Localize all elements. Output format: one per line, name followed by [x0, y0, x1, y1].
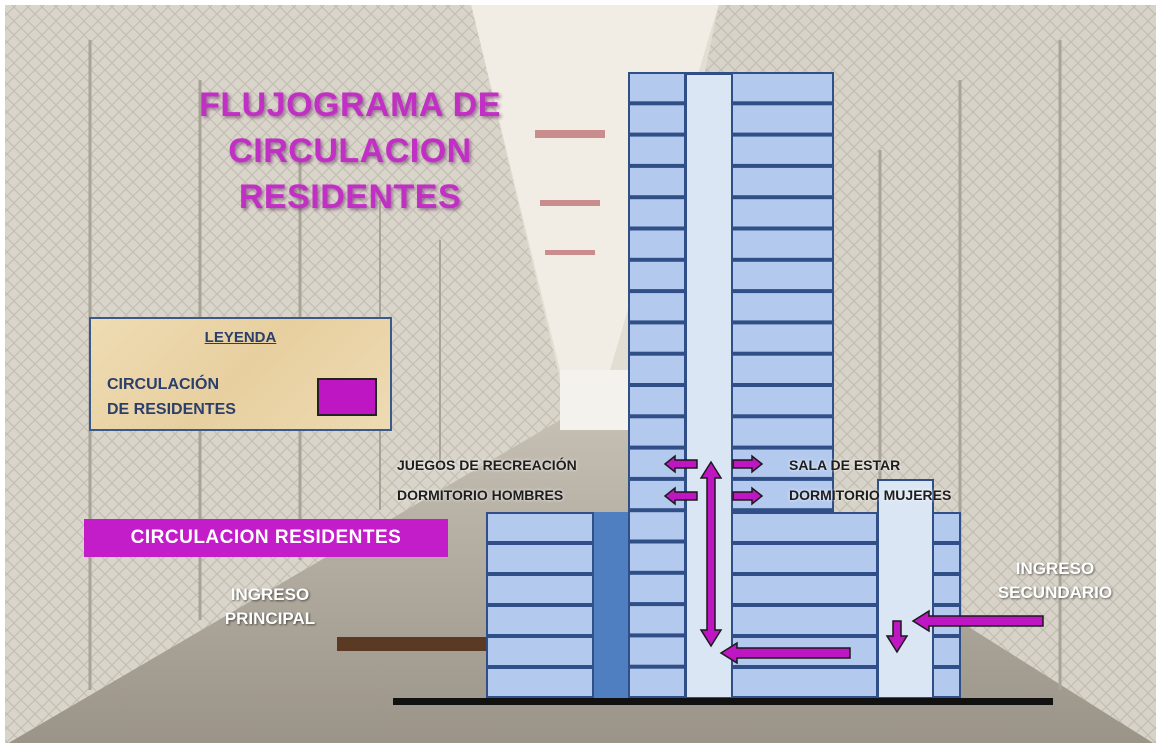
window-pane	[630, 136, 684, 164]
window-pane	[630, 230, 684, 258]
ground-floor-arrow	[719, 641, 851, 665]
window-pane	[488, 638, 592, 665]
window-pane	[732, 418, 832, 446]
legend-label: CIRCULACIÓN DE RESIDENTES	[107, 372, 297, 422]
window-pane	[732, 545, 876, 572]
window-pane	[630, 167, 684, 196]
title-line-1: FLUJOGRAMA DE	[199, 86, 501, 124]
window-pane	[732, 230, 832, 258]
main-entry-path	[337, 637, 487, 651]
window-pane	[933, 576, 959, 603]
window-pane	[630, 199, 684, 227]
main-entrance-line-2: PRINCIPAL	[224, 609, 316, 628]
legend-label-line-1: CIRCULACIÓN	[107, 376, 219, 393]
window-pane	[732, 199, 832, 227]
window-pane	[630, 355, 684, 383]
legend-label-line-2: DE RESIDENTES	[107, 401, 236, 418]
legend-swatch	[317, 378, 377, 416]
secondary-entry-arrow	[911, 609, 1044, 633]
window-pane	[933, 514, 959, 541]
arrow-to-living-room	[732, 454, 764, 474]
window-pane	[732, 324, 832, 352]
games-room-label: JUEGOS DE RECREACIÓN	[397, 457, 577, 473]
window-pane	[630, 574, 684, 603]
legend-title: LEYENDA	[204, 329, 277, 346]
ground-line	[393, 698, 1053, 705]
window-pane	[732, 261, 832, 290]
window-pane	[630, 261, 684, 290]
window-pane	[630, 418, 684, 446]
window-pane	[630, 668, 684, 696]
window-pane	[732, 576, 876, 603]
window-pane	[732, 293, 832, 321]
window-pane	[630, 637, 684, 665]
title-line-2: CIRCULACION	[228, 132, 472, 170]
secondary-entrance-line-2: SECUNDARIO	[997, 583, 1113, 602]
living-room-label: SALA DE ESTAR	[789, 457, 901, 473]
lower-left-block	[486, 512, 596, 698]
window-pane	[488, 669, 592, 696]
window-pane	[630, 324, 684, 352]
main-entrance-label: INGRESO PRINCIPAL	[200, 583, 340, 631]
window-pane	[630, 74, 684, 102]
window-pane	[630, 387, 684, 415]
window-pane	[630, 606, 684, 634]
women-dorm-label: DORMITORIO MUJERES	[789, 487, 952, 503]
men-dorm-label: DORMITORIO HOMBRES	[397, 487, 564, 503]
window-pane	[488, 576, 592, 603]
window-pane	[732, 105, 832, 133]
window-pane	[732, 514, 876, 541]
stair-column	[594, 512, 630, 698]
window-pane	[488, 545, 592, 572]
title-line-3: RESIDENTES	[238, 178, 462, 216]
secondary-shaft	[877, 479, 934, 699]
window-pane	[732, 387, 832, 415]
arrow-to-men-dorm	[663, 486, 698, 506]
window-pane	[732, 74, 832, 102]
window-pane	[732, 136, 832, 164]
window-pane	[630, 293, 684, 321]
window-pane	[488, 514, 592, 541]
window-pane	[630, 512, 684, 540]
window-pane	[933, 669, 959, 696]
legend-box: LEYENDA CIRCULACIÓN DE RESIDENTES	[89, 317, 392, 431]
secondary-entrance-line-1: INGRESO	[1015, 559, 1095, 578]
window-pane	[488, 607, 592, 634]
secondary-down-arrow	[885, 620, 909, 654]
window-pane	[732, 669, 876, 696]
window-pane	[630, 543, 684, 571]
window-pane	[630, 105, 684, 133]
lower-right-block	[730, 512, 880, 698]
arrow-to-games-room	[663, 454, 698, 474]
vertical-circulation-arrow	[699, 460, 723, 648]
window-pane	[933, 545, 959, 572]
window-pane	[732, 167, 832, 196]
circulation-banner: CIRCULACION RESIDENTES	[84, 519, 448, 557]
side-block	[931, 512, 961, 698]
window-pane	[732, 607, 876, 634]
page-title: FLUJOGRAMA DE CIRCULACION RESIDENTES	[150, 82, 550, 220]
arrow-to-women-dorm	[732, 486, 764, 506]
window-pane	[933, 638, 959, 665]
window-pane	[732, 355, 832, 383]
secondary-entrance-label: INGRESO SECUNDARIO	[975, 557, 1135, 605]
main-entrance-line-1: INGRESO	[230, 585, 310, 604]
